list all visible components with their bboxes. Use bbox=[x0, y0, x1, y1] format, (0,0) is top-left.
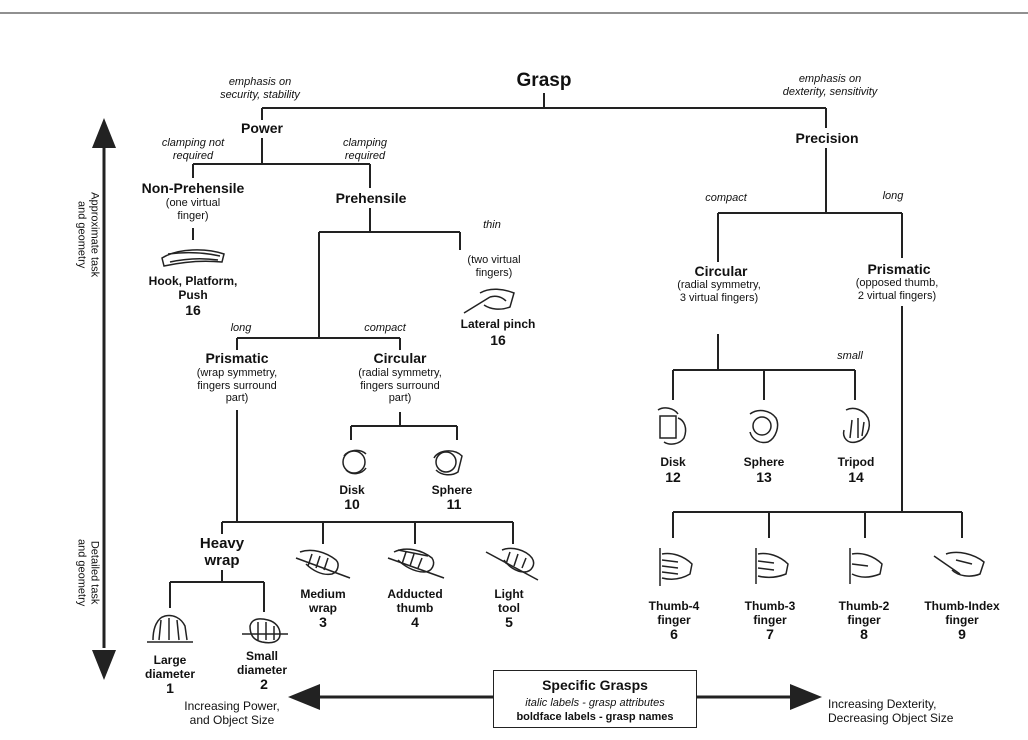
sphere-11-name: Sphere bbox=[431, 483, 473, 497]
thumb-2-finger-name: Thumb-2 finger bbox=[838, 599, 890, 627]
disk-power-hand-icon bbox=[342, 449, 367, 475]
light-tool-name: Light tool bbox=[494, 587, 524, 615]
large-diameter-name: Large diameter bbox=[144, 653, 196, 681]
lateral-pinch-hand-icon bbox=[463, 288, 515, 314]
thumb-index-finger-name: Thumb-Index finger bbox=[924, 599, 1000, 627]
hook-platform-push-name: Hook, Platform, Push bbox=[148, 274, 238, 302]
prehensile-label: Prehensile bbox=[335, 190, 407, 206]
light-tool-number: 5 bbox=[505, 614, 513, 630]
adducted-thumb-name: Adducted thumb bbox=[387, 587, 443, 615]
attr-small: small bbox=[837, 350, 863, 362]
precision-prismatic-sub: (opposed thumb, 2 virtual fingers) bbox=[855, 277, 939, 302]
small-diameter-hand-icon bbox=[242, 618, 288, 644]
thumb-3-finger-hand-icon bbox=[755, 548, 789, 584]
tripod-hand-icon bbox=[842, 407, 870, 444]
two-virtual-fingers-sub: (two virtual fingers) bbox=[467, 254, 521, 279]
thumb-3-finger-name: Thumb-3 finger bbox=[744, 599, 796, 627]
attr-clamping-not-required: clamping not required bbox=[161, 137, 225, 162]
adducted-thumb-number: 4 bbox=[411, 614, 419, 630]
legend-bold-note: boldface labels - grasp names bbox=[516, 710, 674, 723]
precision-label: Precision bbox=[795, 130, 859, 146]
medium-wrap-number: 3 bbox=[319, 614, 327, 630]
disk-10-number: 10 bbox=[344, 496, 360, 512]
heavy-wrap-label: Heavy wrap bbox=[199, 535, 245, 570]
tripod-14-number: 14 bbox=[848, 469, 864, 485]
precision-circular-label: Circular bbox=[694, 263, 748, 279]
axis-label-approximate: Approximate task and geometry bbox=[76, 192, 101, 278]
sphere-11-number: 11 bbox=[446, 496, 462, 512]
thumb-4-finger-hand-icon bbox=[659, 548, 693, 586]
attr-clamping-required: clamping required bbox=[342, 137, 388, 162]
thumb-index-finger-number: 9 bbox=[958, 626, 966, 642]
non-prehensile-sub: (one virtual finger) bbox=[165, 197, 221, 222]
small-diameter-name: Small diameter bbox=[236, 649, 288, 677]
power-prismatic-label: Prismatic bbox=[205, 350, 269, 366]
hook-platform-push-number: 16 bbox=[185, 302, 201, 318]
sphere-13-number: 13 bbox=[756, 469, 772, 485]
thumb-4-finger-number: 6 bbox=[670, 626, 678, 642]
disk-12-name: Disk bbox=[660, 455, 686, 469]
tripod-14-name: Tripod bbox=[837, 455, 875, 469]
disk-10-name: Disk bbox=[339, 483, 365, 497]
legend-box: Specific Grasps italic labels - grasp at… bbox=[493, 670, 697, 728]
axis-label-detailed: Detailed task and geometry bbox=[76, 539, 101, 607]
attr-security-stability: emphasis on security, stability bbox=[220, 76, 300, 101]
power-label: Power bbox=[240, 120, 283, 136]
lateral-pinch-number: 16 bbox=[490, 332, 506, 348]
thumb-3-finger-number: 7 bbox=[766, 626, 774, 642]
disk-12-number: 12 bbox=[665, 469, 681, 485]
precision-prismatic-label: Prismatic bbox=[867, 261, 931, 277]
power-circular-sub: (radial symmetry, fingers surround part) bbox=[358, 367, 442, 405]
legend-italic-note: italic labels - grasp attributes bbox=[525, 697, 665, 710]
attr-long-precision: long bbox=[882, 190, 904, 202]
medium-wrap-hand-icon bbox=[295, 549, 351, 579]
increasing-power-label: Increasing Power, and Object Size bbox=[184, 699, 280, 727]
attr-thin: thin bbox=[483, 219, 501, 231]
grasp-root-label: Grasp bbox=[516, 70, 572, 91]
large-diameter-number: 1 bbox=[166, 680, 174, 696]
thumb-2-finger-number: 8 bbox=[860, 626, 868, 642]
sphere-precision-hand-icon bbox=[749, 409, 779, 444]
sphere-power-hand-icon bbox=[433, 450, 463, 476]
lateral-pinch-name: Lateral pinch bbox=[460, 317, 536, 331]
light-tool-hand-icon bbox=[485, 547, 539, 581]
thumb-index-finger-hand-icon bbox=[933, 551, 985, 577]
attr-dexterity-sensitivity: emphasis on dexterity, sensitivity bbox=[782, 73, 878, 98]
increasing-dexterity-label: Increasing Dexterity, Decreasing Object … bbox=[828, 697, 954, 725]
power-prismatic-sub: (wrap symmetry, fingers surround part) bbox=[196, 367, 278, 405]
attr-compact-power: compact bbox=[364, 322, 406, 334]
hook-platform-hand-icon bbox=[161, 249, 225, 267]
sphere-13-name: Sphere bbox=[743, 455, 785, 469]
precision-circular-sub: (radial symmetry, 3 virtual fingers) bbox=[677, 279, 761, 304]
attr-long-power: long bbox=[230, 322, 252, 334]
thumb-4-finger-name: Thumb-4 finger bbox=[648, 599, 700, 627]
attr-compact-precision: compact bbox=[705, 192, 747, 204]
disk-precision-hand-icon bbox=[657, 407, 687, 445]
small-diameter-number: 2 bbox=[260, 676, 268, 692]
adducted-thumb-hand-icon bbox=[387, 548, 445, 579]
power-circular-label: Circular bbox=[373, 350, 427, 366]
legend-title: Specific Grasps bbox=[542, 677, 648, 693]
medium-wrap-name: Medium wrap bbox=[300, 587, 346, 615]
non-prehensile-label: Non-Prehensile bbox=[141, 180, 245, 196]
large-diameter-hand-icon bbox=[147, 614, 193, 643]
thumb-2-finger-hand-icon bbox=[849, 548, 883, 584]
